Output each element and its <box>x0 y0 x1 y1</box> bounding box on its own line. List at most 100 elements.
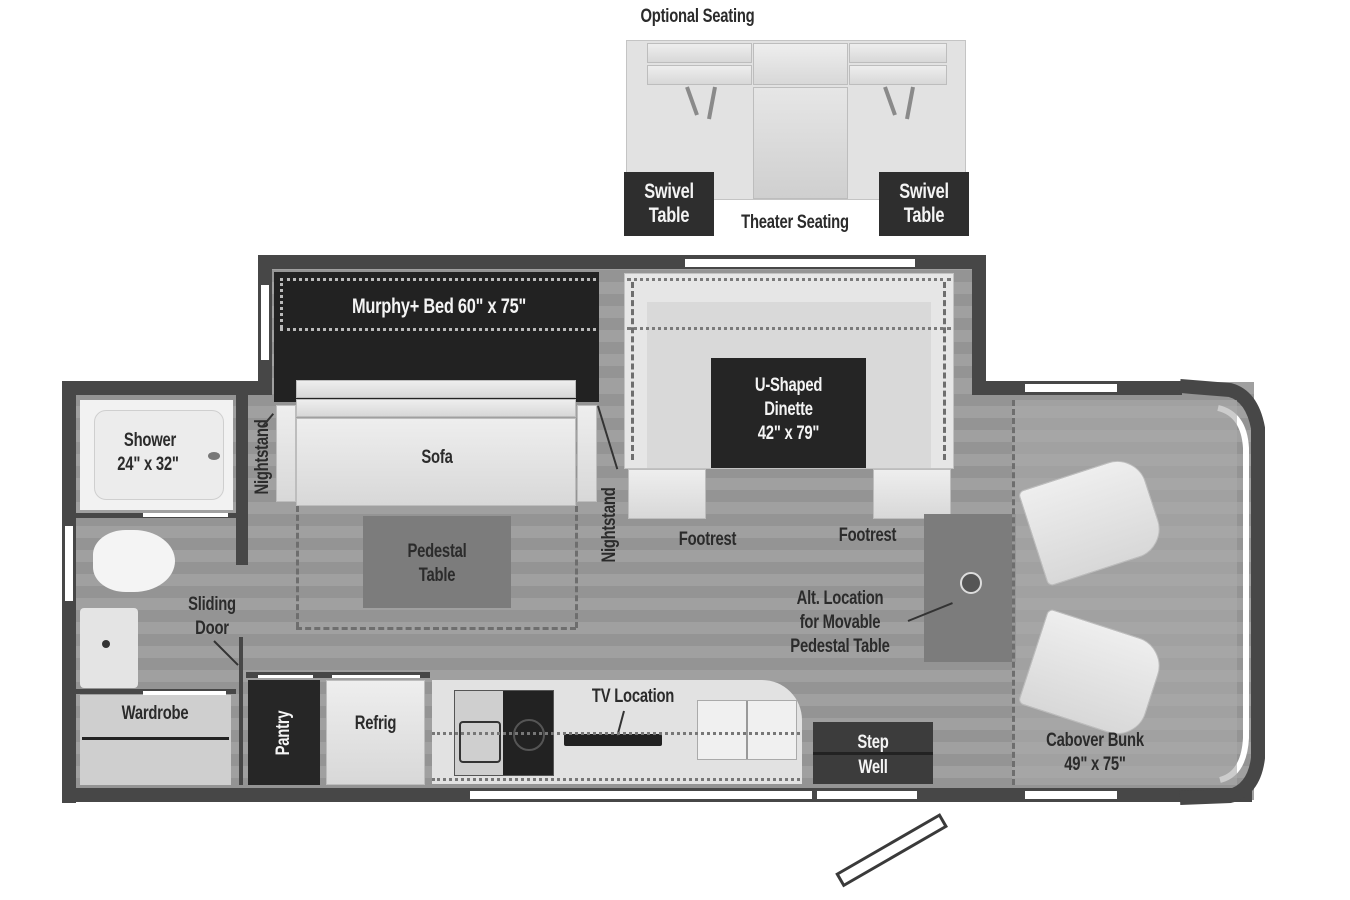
bed-extension-outline <box>575 506 578 628</box>
sink-drain-icon <box>102 640 110 648</box>
wall-top-left <box>62 381 272 395</box>
seatbelt-icon <box>883 86 915 120</box>
nightstand-right-label: Nightstand <box>599 487 620 563</box>
pedestal-base-icon <box>960 572 982 594</box>
pedestal-table: Pedestal Table <box>363 516 511 608</box>
optional-seating-title: Optional Seating <box>640 6 755 27</box>
theater-console <box>753 87 848 199</box>
closet-rod <box>82 737 229 740</box>
window-top-slide <box>685 259 915 267</box>
alt-location-line2: for Movable <box>799 612 881 633</box>
sink-divider <box>746 701 748 759</box>
bath-wall-right <box>236 395 248 565</box>
shower-line2: 24" x 32" <box>117 454 179 475</box>
alt-location-line1: Alt. Location <box>796 588 884 609</box>
nightstand-right <box>577 405 597 502</box>
wardrobe: Wardrobe <box>80 695 231 785</box>
burner-icon <box>459 721 501 763</box>
shower: Shower 24" x 32" <box>80 400 233 510</box>
sofa-back-top <box>296 380 576 398</box>
dinette-table: U-Shaped Dinette 42" x 79" <box>711 358 866 468</box>
toilet-icon <box>93 530 175 592</box>
shower-pan <box>94 410 224 500</box>
cabover-line2: 49" x 75" <box>1064 754 1126 775</box>
bath-sink <box>80 608 138 688</box>
footrest-left-label: Footrest <box>678 529 737 550</box>
tv-location-label: TV Location <box>591 686 675 707</box>
galley-counter: TV Location <box>432 680 802 784</box>
theater-console-top <box>753 43 848 85</box>
swivel-table-right: Swivel Table <box>879 172 969 236</box>
sofa-label: Sofa <box>421 447 453 468</box>
dinette-outline <box>631 282 634 460</box>
window-galley <box>470 791 812 799</box>
pedestal-table-line1: Pedestal <box>407 541 467 562</box>
step-well: Step Well <box>813 722 933 784</box>
window-step <box>817 791 917 799</box>
footrest-right <box>873 469 951 519</box>
footrest-right-label: Footrest <box>838 525 897 546</box>
footrest-left <box>628 469 706 519</box>
murphy-bed-label: Murphy+ Bed 60" x 75" <box>351 295 527 318</box>
sofa-back <box>296 399 576 417</box>
dinette-outline <box>943 282 946 460</box>
theater-seating-label: Theater Seating <box>741 212 849 233</box>
sliding-door[interactable] <box>239 637 243 785</box>
refrig-label: Refrig <box>354 713 397 734</box>
refrig-door <box>332 675 420 678</box>
tv-icon <box>564 734 662 746</box>
galley-sink <box>697 700 797 760</box>
alt-pedestal-table <box>924 514 1016 662</box>
shower-line1: Shower <box>123 430 177 451</box>
sofa-seat: Sofa <box>296 418 576 506</box>
alt-location-line3: Pedestal Table <box>790 636 890 657</box>
swivel-table-left-line2: Table <box>648 204 690 227</box>
theater-seat-right-back <box>849 65 947 85</box>
swivel-table-right-line1: Swivel <box>899 180 949 203</box>
dinette-bed-outline <box>627 327 951 330</box>
dinette-line1: U-Shaped <box>754 375 823 396</box>
swivel-table-left-line1: Swivel <box>644 180 694 203</box>
seatbelt-icon <box>685 86 717 120</box>
window-bedroom-left <box>261 285 269 360</box>
bed-extension-outline <box>296 627 576 630</box>
theater-seat-left-back <box>647 65 752 85</box>
cab-bunk-outline <box>1012 400 1015 785</box>
pantry: Pantry <box>248 680 320 785</box>
pedestal-table-line2: Table <box>418 565 456 586</box>
wardrobe-label: Wardrobe <box>121 703 189 724</box>
tv-lift-outline <box>432 732 800 735</box>
window-cab-top <box>1025 384 1117 392</box>
wardrobe-door <box>143 691 226 695</box>
swivel-table-left: Swivel Table <box>624 172 714 236</box>
window-bath-left <box>65 526 73 601</box>
entry-door[interactable] <box>835 813 948 888</box>
dinette-line2: Dinette <box>764 399 813 420</box>
tv-lift-outline <box>432 778 800 781</box>
dinette-line3: 42" x 79" <box>757 423 820 444</box>
nightstand-left-label: Nightstand <box>252 419 273 495</box>
pantry-door <box>258 675 313 678</box>
pantry-label: Pantry <box>273 710 294 756</box>
swivel-table-right-line2: Table <box>903 204 945 227</box>
sliding-door-line1: Sliding <box>188 594 236 615</box>
step-well-line2: Well <box>858 757 888 778</box>
sliding-door-line2: Door <box>195 618 229 639</box>
microwave-ring-icon <box>513 719 545 751</box>
theater-seat-right-headrest <box>849 43 947 63</box>
window-cab-bottom <box>1025 791 1117 799</box>
wall-right-slide <box>972 255 986 395</box>
step-divider <box>813 752 933 755</box>
nightstand-left <box>276 405 296 502</box>
refrigerator: Refrig <box>326 680 425 785</box>
theater-seat-left-headrest <box>647 43 752 63</box>
shower-door <box>143 513 228 517</box>
murphy-bed-outline <box>280 328 596 331</box>
murphy-bed-outline <box>280 278 596 281</box>
bed-extension-outline <box>296 506 299 628</box>
dinette-bed-outline <box>627 278 951 281</box>
murphy-bed-outline <box>280 278 283 328</box>
cabover-line1: Cabover Bunk <box>1046 730 1144 751</box>
step-well-line1: Step <box>857 732 889 753</box>
shower-head-icon <box>208 452 220 460</box>
